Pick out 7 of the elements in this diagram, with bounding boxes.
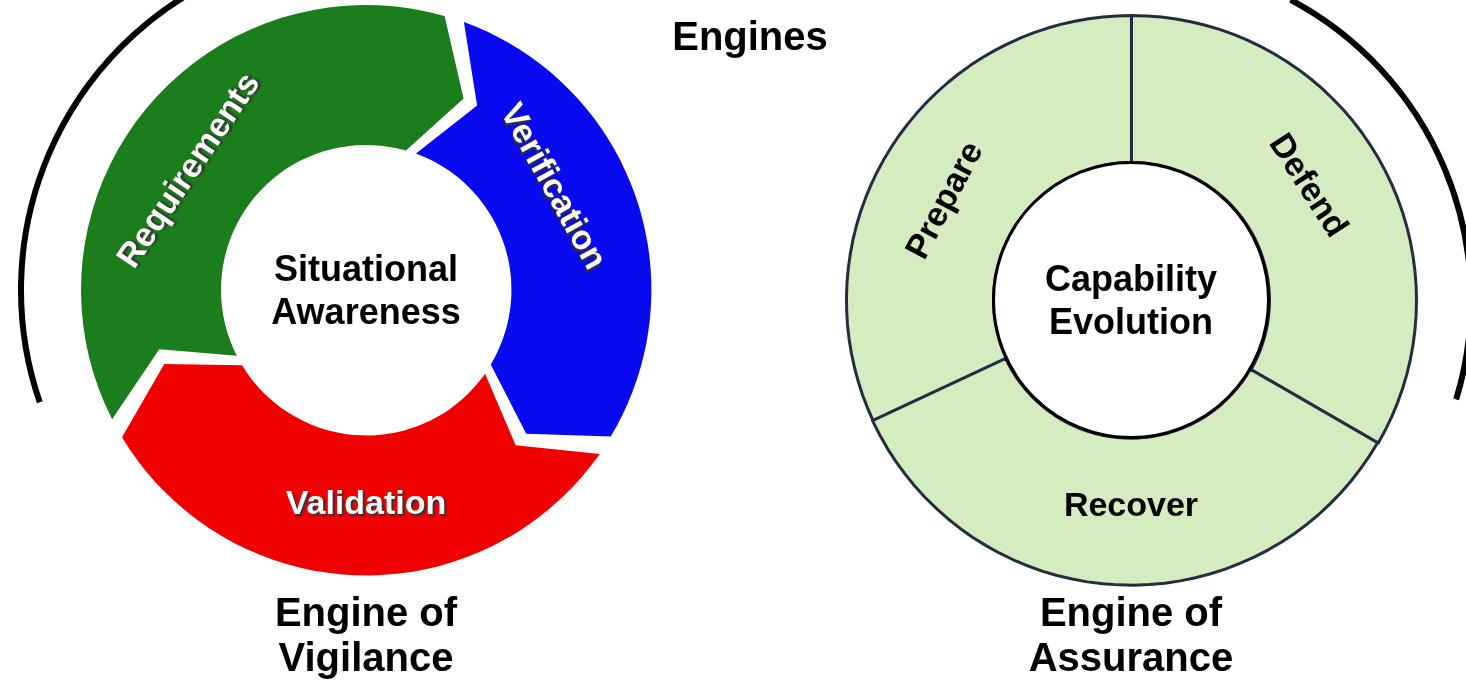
center-text: Situational Awareness [270,246,462,334]
engine-caption: Engine of Vigilance [273,590,459,680]
engine-caption: Engine of Assurance [1027,590,1235,680]
segment-label: Validation [285,484,447,522]
segment-label: Recover [1063,486,1199,524]
title: Engines [671,14,829,59]
center-text: Capability Evolution [1043,256,1218,344]
